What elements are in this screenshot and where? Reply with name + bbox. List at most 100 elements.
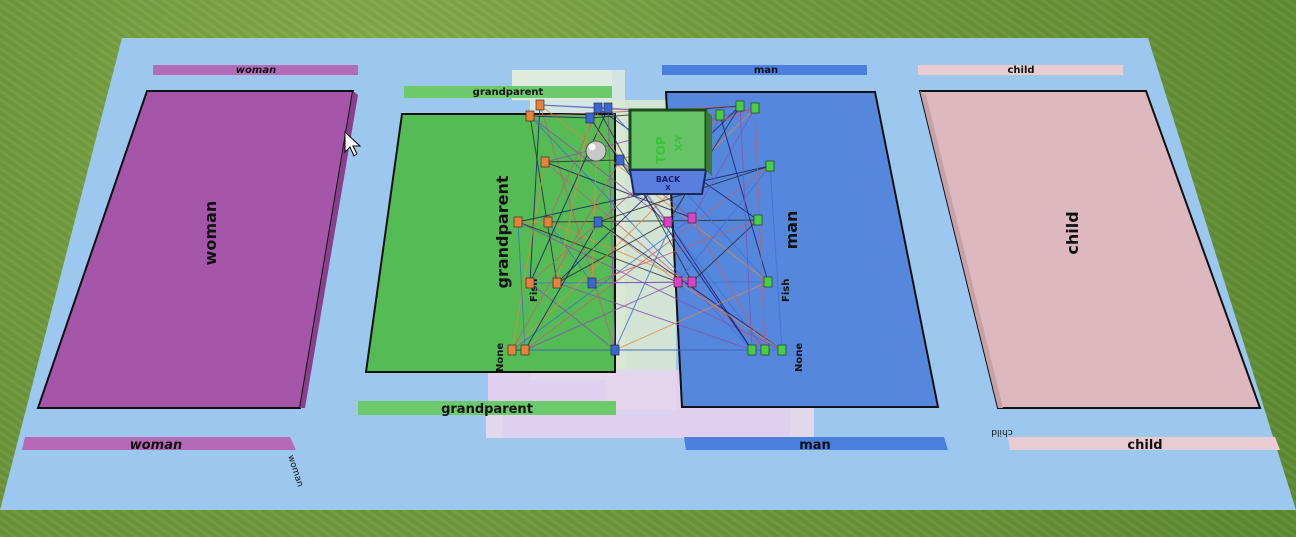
view-cube-back-face[interactable] [628,169,708,195]
network-edge [529,107,609,284]
view-cube-back-label: BACK [656,175,681,184]
network-edge [691,107,756,219]
region-woman[interactable]: woman woman woman woman [22,65,358,488]
network-edge [544,161,693,219]
network-node[interactable] [593,216,603,228]
child-bottom-bar [1008,437,1280,450]
child-top-bar [918,65,1123,75]
grandparent-axis-fish-label: Fish [529,279,540,302]
network-node[interactable] [687,276,697,288]
network-edge [511,161,546,351]
network-edge [667,221,753,351]
sphere-marker-icon[interactable] [585,140,607,162]
network-node[interactable] [747,344,757,356]
network-node[interactable] [763,276,773,288]
network-node[interactable] [585,112,595,124]
network-edge [607,107,616,351]
network-node[interactable] [735,100,745,112]
region-child[interactable]: child child child child [918,65,1280,453]
network-edge [591,107,599,284]
grandparent-plane-label: grandparent [493,175,512,288]
network-node[interactable] [587,277,597,289]
network-edge [544,161,766,351]
network-edge [524,281,679,351]
network-edge [511,217,693,351]
network-node[interactable] [610,344,620,356]
network-edge [529,115,753,351]
network-node[interactable] [615,154,625,166]
network-edge [754,107,766,351]
view-cube-top-label: TOP [654,136,668,163]
region-man[interactable]: man man man Fish None [662,65,948,453]
man-plane[interactable] [664,91,940,408]
network-node[interactable] [765,160,775,172]
network-edge [524,221,599,351]
network-node[interactable] [715,109,725,121]
network-edge [614,281,769,351]
man-axis-none-label: None [794,343,805,372]
man-axis-fish-label: Fish [781,279,792,302]
network-node[interactable] [507,344,517,356]
view-cube-top-face[interactable] [628,108,708,172]
child-plane-edge [920,91,1003,408]
network-node[interactable] [552,277,562,289]
man-top-bar [662,65,867,75]
network-node[interactable] [543,216,553,228]
grandparent-plane[interactable] [364,113,616,373]
network-edge [547,107,599,223]
network-edge [511,107,756,351]
network-edge [556,282,753,351]
network-node[interactable] [540,156,550,168]
network-node[interactable] [753,214,763,226]
network-node[interactable] [593,102,603,114]
network-node[interactable] [520,344,530,356]
background-plane [790,408,814,438]
region-grandparent[interactable]: grandparent grandparent grandparent Fish… [358,86,616,417]
woman-plane-edge [300,91,358,408]
child-bottom-bar-label: child [1127,438,1162,453]
grandparent-top-bar [404,86,612,98]
child-top-bar-label: child [1007,65,1034,76]
network-node[interactable] [525,277,535,289]
network-edge [691,217,766,351]
network-node[interactable] [750,102,760,114]
network-node[interactable] [687,212,697,224]
network-edge [556,117,591,284]
grandparent-axis-none-label: None [495,343,506,372]
network-edge [691,219,759,283]
view-cube-side-face [706,110,712,176]
network-node[interactable] [663,216,673,228]
woman-top-bar-label: woman [236,65,276,76]
network-edge [544,159,621,163]
grandparent-top-bar-label: grandparent [473,87,544,98]
mouse-pointer-icon [344,130,362,157]
view-orientation-cube-icon[interactable]: TOP X-Y BACK X [628,108,712,195]
network-node[interactable] [603,102,613,114]
network-node[interactable] [535,99,545,111]
man-bottom-bar [684,437,948,450]
network-edge [547,221,593,284]
network-edge [529,115,669,223]
network-node[interactable] [760,344,770,356]
man-plane-label: man [782,211,801,250]
network-edge [547,219,759,223]
network-node[interactable] [673,276,683,288]
network-node[interactable] [777,344,787,356]
network-edge [529,104,541,284]
woman-bottom-bar-label: woman [130,438,183,453]
network-edge [769,165,783,351]
network-edge [719,114,769,283]
network-node[interactable] [513,216,523,228]
network-edge [529,115,591,119]
view-cube-back-sub-label: X [665,184,671,192]
network-nodes[interactable] [507,99,787,356]
child-plane[interactable] [918,90,1262,409]
woman-plane-label: woman [201,201,220,266]
woman-bottom-bar [22,437,296,450]
child-side-bar-label: child [991,427,1012,437]
network-edge [511,159,621,351]
network-node[interactable] [525,110,535,122]
woman-top-bar [153,65,358,75]
child-plane-label: child [1063,211,1082,254]
